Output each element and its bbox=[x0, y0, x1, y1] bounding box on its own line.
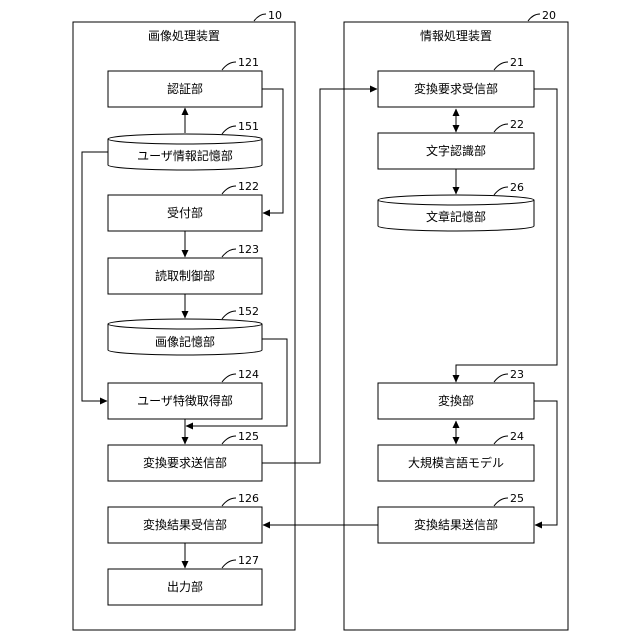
svg-text:大規模言語モデル: 大規模言語モデル bbox=[408, 455, 504, 470]
device-title: 情報処理装置 bbox=[420, 29, 492, 43]
svg-text:151: 151 bbox=[238, 120, 259, 133]
svg-text:121: 121 bbox=[238, 56, 259, 69]
svg-text:出力部: 出力部 bbox=[167, 579, 203, 594]
svg-text:変換結果受信部: 変換結果受信部 bbox=[143, 517, 227, 532]
svg-text:21: 21 bbox=[510, 56, 524, 69]
svg-text:23: 23 bbox=[510, 368, 524, 381]
svg-text:123: 123 bbox=[238, 243, 259, 256]
svg-text:26: 26 bbox=[510, 181, 524, 194]
svg-text:変換結果送信部: 変換結果送信部 bbox=[414, 517, 498, 532]
svg-text:ユーザ特徴取得部: ユーザ特徴取得部 bbox=[137, 393, 233, 408]
svg-text:文章記憶部: 文章記憶部 bbox=[426, 209, 486, 224]
block-user-feature: ユーザ特徴取得部 124 bbox=[108, 368, 262, 419]
svg-text:124: 124 bbox=[238, 368, 259, 381]
block-request-receive: 変換要求受信部 21 bbox=[378, 56, 534, 107]
block-auth: 認証部 121 bbox=[108, 56, 262, 107]
block-reception: 受付部 122 bbox=[108, 180, 262, 231]
svg-text:変換部: 変換部 bbox=[438, 393, 474, 408]
svg-text:152: 152 bbox=[238, 305, 259, 318]
device-ref: 10 bbox=[268, 9, 282, 22]
svg-text:ユーザ情報記憶部: ユーザ情報記憶部 bbox=[137, 148, 233, 163]
device-title: 画像処理装置 bbox=[148, 29, 220, 43]
arrow-userstore-to-feature bbox=[82, 152, 108, 401]
arrow-auth-to-reception bbox=[262, 89, 283, 213]
svg-text:変換要求送信部: 変換要求送信部 bbox=[143, 455, 227, 470]
svg-text:25: 25 bbox=[510, 492, 524, 505]
svg-text:認証部: 認証部 bbox=[167, 81, 203, 96]
svg-text:変換要求受信部: 変換要求受信部 bbox=[414, 81, 498, 96]
svg-text:125: 125 bbox=[238, 430, 259, 443]
arrow-reqsend-to-reqrecv bbox=[262, 89, 377, 463]
svg-text:122: 122 bbox=[238, 180, 259, 193]
svg-text:126: 126 bbox=[238, 492, 259, 505]
svg-text:文字認識部: 文字認識部 bbox=[426, 143, 486, 158]
svg-text:受付部: 受付部 bbox=[167, 205, 203, 220]
svg-text:127: 127 bbox=[238, 554, 259, 567]
svg-text:読取制御部: 読取制御部 bbox=[155, 268, 215, 283]
svg-text:22: 22 bbox=[510, 118, 524, 131]
svg-text:24: 24 bbox=[510, 430, 524, 443]
block-result-receive: 変換結果受信部 126 bbox=[108, 492, 262, 543]
arrow-convert-to-ressend bbox=[534, 401, 557, 525]
block-result-send: 変換結果送信部 25 bbox=[378, 492, 534, 543]
svg-text:画像記憶部: 画像記憶部 bbox=[155, 334, 215, 349]
device-ref: 20 bbox=[542, 9, 556, 22]
